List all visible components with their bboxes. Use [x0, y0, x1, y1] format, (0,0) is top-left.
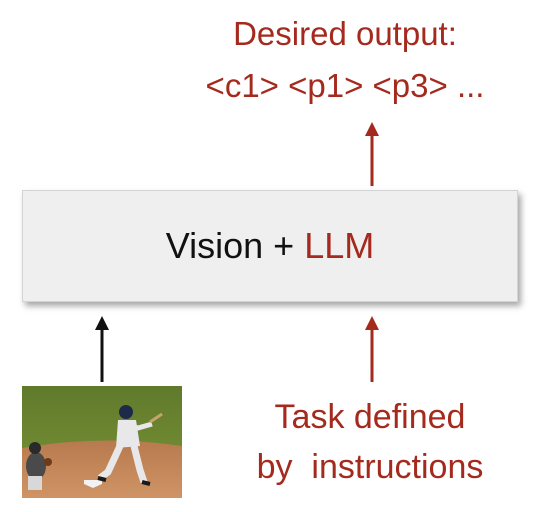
- task-line-1: Task defined: [274, 398, 466, 436]
- vision-label: Vision: [165, 225, 264, 266]
- desired-output-title: Desired output:: [233, 15, 457, 52]
- batter-figure: [97, 405, 163, 486]
- llm-label: LLM: [304, 225, 375, 266]
- image-arrow: [95, 316, 109, 382]
- task-line-2: by instructions: [256, 448, 484, 486]
- task-arrow: [365, 316, 379, 382]
- catcher-figure: [26, 442, 52, 490]
- plus-sign: +: [273, 225, 295, 266]
- task-instructions-text: Task defined by instructions: [200, 392, 540, 492]
- desired-output-tokens: <c1> <p1> <p3> ...: [205, 67, 485, 104]
- vision-llm-box: Vision + LLM: [22, 190, 518, 302]
- output-arrow: [365, 122, 379, 186]
- baseball-photo: [22, 386, 182, 498]
